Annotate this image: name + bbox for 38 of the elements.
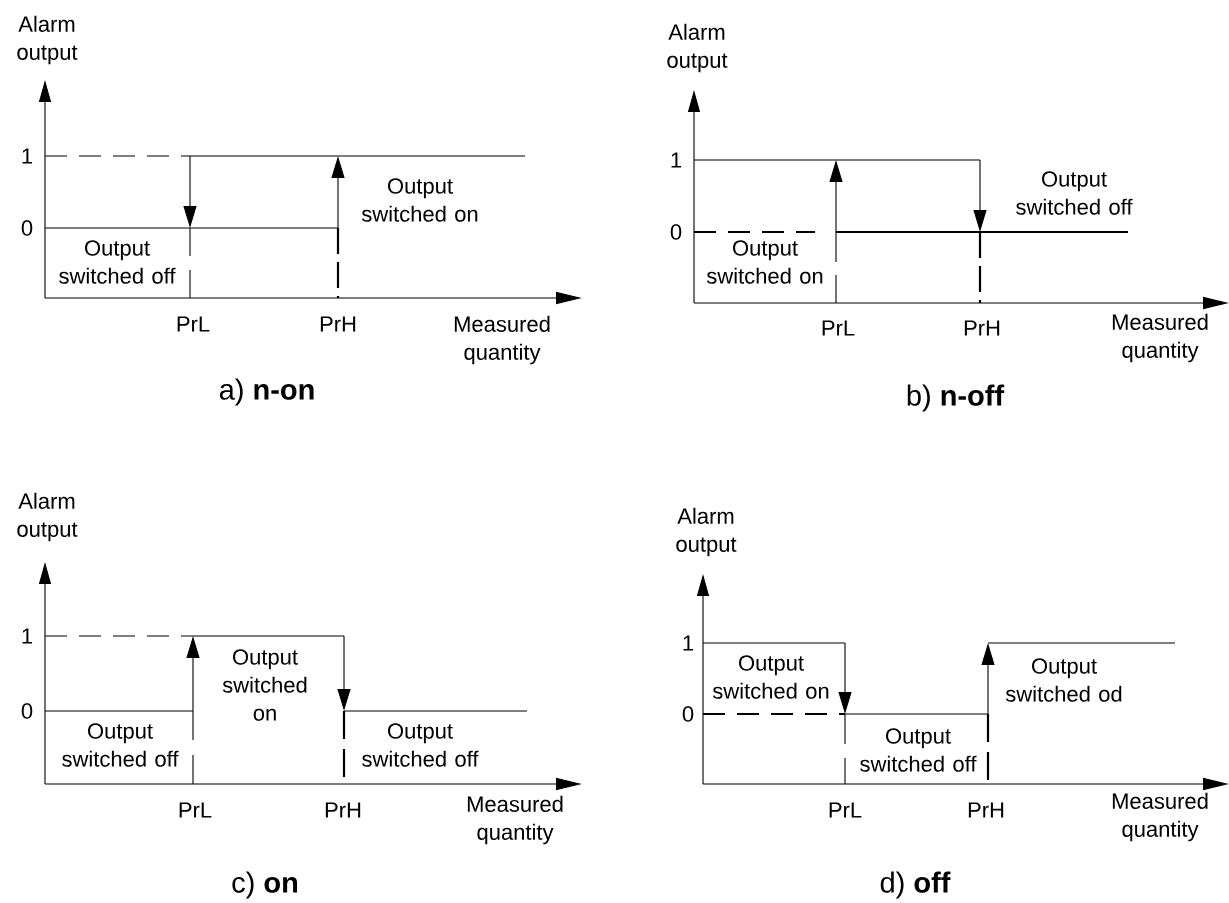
threshold-label: PrH (320, 316, 356, 332)
state-label: Output switched off (59, 240, 176, 284)
axis-label: Measured quantity (1112, 313, 1208, 363)
threshold-label: PrL (829, 802, 862, 818)
axis-label: Alarm output (17, 15, 78, 65)
tick-label: 1 (22, 628, 33, 644)
tick-label: 1 (683, 635, 694, 651)
threshold-label: PrL (177, 316, 210, 332)
tick-label: 1 (671, 152, 682, 168)
threshold-label: PrL (822, 320, 855, 336)
tick-label: 0 (21, 220, 33, 236)
panel-caption: b) n-off (907, 384, 1005, 412)
threshold-label: PrL (179, 802, 212, 818)
state-label: Output switched off (860, 728, 977, 772)
axis-label: Alarm output (667, 23, 728, 73)
state-label: Output switched on (222, 649, 307, 721)
threshold-label: PrH (968, 802, 1004, 818)
state-label: Output switched off (1016, 171, 1133, 215)
state-label: Output switched on (706, 240, 823, 284)
state-label: Output switched od (1005, 658, 1122, 702)
tick-label: 0 (670, 224, 682, 240)
axis-label: Measured quantity (1112, 792, 1208, 842)
tick-label: 0 (21, 703, 33, 719)
threshold-label: PrH (964, 320, 1000, 336)
state-label: Output switched off (362, 723, 479, 767)
state-label: Output switched on (712, 655, 829, 699)
panel-caption: d) off (880, 871, 951, 899)
tick-label: 1 (22, 148, 33, 164)
panel-caption: a) n-on (219, 378, 314, 406)
threshold-label: PrH (325, 802, 361, 818)
axis-label: Alarm output (17, 492, 78, 542)
state-label: Output switched on (361, 178, 478, 222)
panel-caption: c) on (232, 871, 298, 899)
state-label: Output switched off (62, 723, 179, 767)
axis-label: Measured quantity (467, 795, 563, 845)
axis-label: Measured quantity (454, 315, 550, 365)
axis-label: Alarm output (676, 507, 737, 557)
tick-label: 0 (682, 706, 694, 722)
